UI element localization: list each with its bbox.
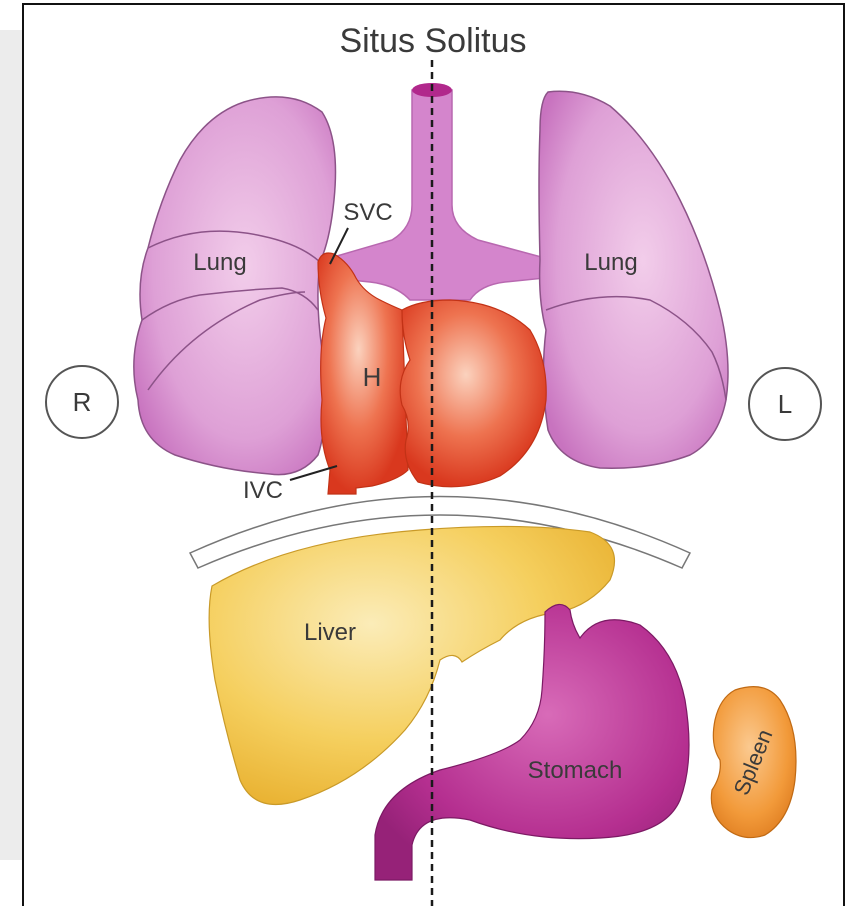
left-side-marker: L <box>749 368 821 440</box>
lung-right-label: Lung <box>193 249 246 276</box>
great-vessels <box>330 83 545 300</box>
stomach-label: Stomach <box>528 757 623 784</box>
right-side-marker: R <box>46 366 118 438</box>
lung-left-label: Lung <box>584 249 637 276</box>
left-side-marker-label: L <box>778 389 792 419</box>
svc-label: SVC <box>343 199 392 226</box>
liver-label: Liver <box>304 619 356 646</box>
right-side-marker-label: R <box>73 387 92 417</box>
right-lung <box>134 97 336 475</box>
diagram-title: Situs Solitus <box>339 22 526 60</box>
left-lung <box>539 91 728 468</box>
ivc-label: IVC <box>243 477 283 504</box>
heart-label: H <box>363 362 382 392</box>
